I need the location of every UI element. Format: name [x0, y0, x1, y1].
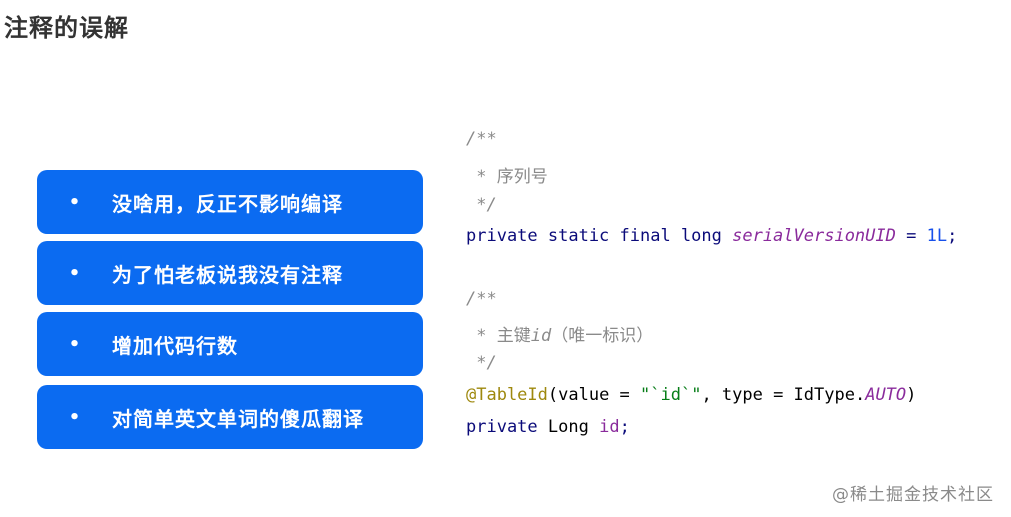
watermark: @稀土掘金技术社区 — [832, 485, 994, 505]
bullet: • — [68, 262, 81, 284]
code-comment-open: /** — [466, 129, 497, 149]
code-comment-line: * 主键id（唯一标识） — [466, 326, 654, 346]
card-label: 对简单英文单词的傻瓜翻译 — [112, 406, 364, 431]
misconception-card-2: • 为了怕老板说我没有注释 — [37, 241, 423, 305]
code-line-annotation: @TableId(value = "`id`", type = IdType.A… — [466, 385, 917, 405]
card-label: 为了怕老板说我没有注释 — [112, 262, 343, 287]
code-comment-open: /** — [466, 289, 497, 309]
misconception-card-1: • 没啥用，反正不影响编译 — [37, 170, 423, 234]
misconception-card-4: • 对简单英文单词的傻瓜翻译 — [37, 385, 423, 449]
page-title: 注释的误解 — [4, 14, 129, 42]
code-comment-close: */ — [466, 195, 497, 215]
code-comment-line: * 序列号 — [466, 167, 548, 187]
card-label: 没啥用，反正不影响编译 — [112, 191, 343, 216]
code-comment-close: */ — [466, 353, 497, 373]
code-line-serial: private static final long serialVersionU… — [466, 226, 958, 246]
bullet: • — [68, 333, 81, 355]
code-line-id: private Long id; — [466, 417, 630, 437]
bullet: • — [68, 406, 81, 428]
bullet: • — [68, 191, 81, 213]
card-label: 增加代码行数 — [112, 333, 238, 358]
misconception-card-3: • 增加代码行数 — [37, 312, 423, 376]
